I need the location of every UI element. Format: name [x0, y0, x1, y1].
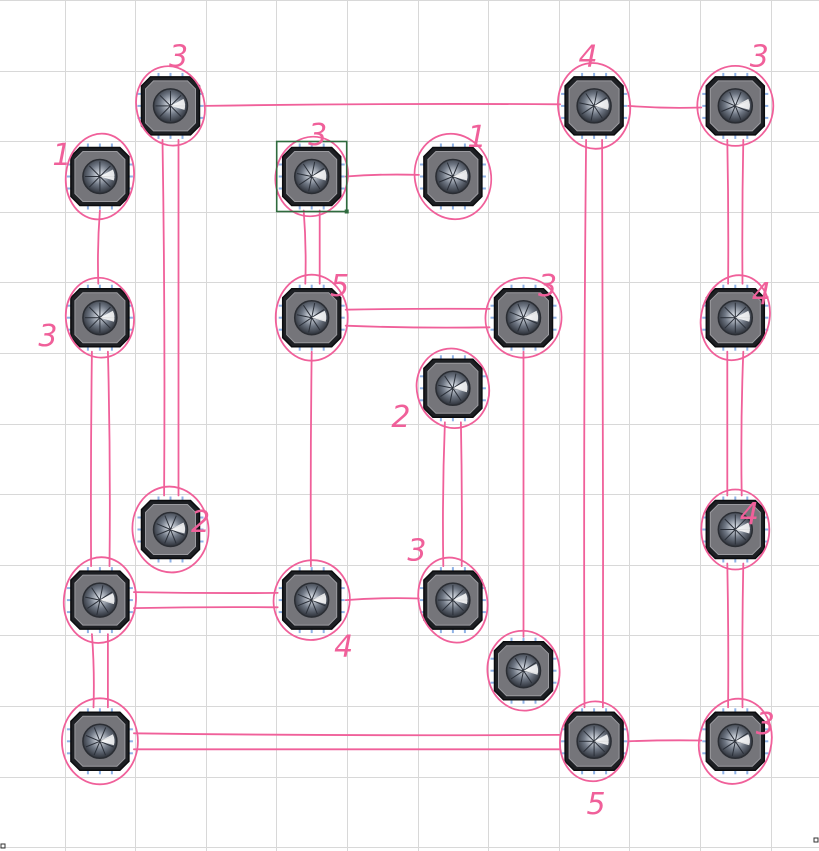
island-node[interactable]: 4	[692, 268, 779, 368]
island-node[interactable]: 3	[407, 534, 496, 650]
bridge-line	[302, 209, 307, 285]
island-node[interactable]: 5	[274, 269, 350, 362]
hint-number: 4	[752, 277, 771, 312]
bridge-line	[344, 307, 491, 311]
island-node[interactable]: 3	[690, 691, 781, 792]
bridge-line	[741, 562, 745, 709]
hint-number: 3	[407, 534, 426, 569]
bridge-line	[344, 597, 420, 601]
island-circle	[699, 274, 771, 362]
corner-marker-right	[813, 837, 819, 843]
hint-number: 4	[579, 39, 598, 74]
bridge-line	[91, 633, 95, 709]
bridge-line	[442, 421, 446, 567]
bridge-line	[741, 139, 745, 285]
island-circle	[696, 65, 775, 147]
bridge-line	[133, 591, 279, 594]
island-circle	[697, 697, 773, 785]
island-node[interactable]: 3	[267, 118, 356, 224]
island-circle	[274, 273, 349, 362]
bridge-line	[460, 421, 463, 567]
island-node[interactable]: 2	[391, 341, 497, 436]
bridge-layer	[90, 103, 745, 751]
selection-box	[275, 140, 348, 213]
island-circle	[64, 132, 135, 221]
hint-number: 1	[52, 138, 71, 173]
island-node[interactable]: 3	[128, 39, 213, 153]
bridge-line	[726, 562, 730, 709]
bridge-line	[133, 606, 279, 609]
hint-number: 3	[38, 319, 57, 354]
island-layer: 3 4 3 1 3 1 3 5 3 4 2 2 4 4 3 5 3	[38, 39, 781, 822]
island-node[interactable]	[483, 627, 564, 715]
bridge-line	[203, 103, 561, 107]
selection-handle[interactable]	[344, 209, 349, 214]
island-node[interactable]: 3	[38, 274, 138, 362]
bridge-line	[161, 139, 166, 497]
hint-number: 3	[750, 39, 769, 74]
bridge-line	[97, 209, 101, 285]
corner-marker-left	[0, 843, 6, 849]
bridge-line	[726, 139, 730, 285]
bridge-line	[583, 139, 587, 709]
bridge-line	[309, 350, 313, 567]
island-node[interactable]: 5	[555, 697, 632, 822]
hint-number: 5	[330, 269, 349, 304]
island-node[interactable]: 4	[700, 488, 771, 571]
island-node[interactable]: 1	[52, 130, 139, 224]
island-circle	[131, 485, 210, 574]
island-circle	[700, 488, 771, 571]
bridge-line	[133, 732, 561, 737]
island-circle	[417, 556, 489, 644]
hint-number: 2	[191, 505, 210, 540]
island-circle	[559, 700, 630, 783]
bridge-line	[344, 173, 420, 178]
bridge-line	[107, 350, 111, 567]
bridge-line	[90, 350, 93, 567]
island-circle	[484, 276, 563, 359]
island-circle	[62, 556, 137, 644]
island-circle	[413, 132, 493, 221]
bridge-line	[627, 739, 703, 743]
island-circle	[64, 276, 135, 359]
bridge-line	[344, 324, 491, 329]
island-circle	[415, 347, 491, 429]
island-circle	[135, 65, 206, 147]
island-node[interactable]: 2	[128, 482, 214, 577]
bridge-line	[627, 105, 703, 109]
island-node[interactable]	[59, 553, 141, 647]
hint-number: 3	[538, 269, 557, 304]
hint-number: 3	[169, 39, 188, 74]
island-node[interactable]: 3	[481, 269, 566, 362]
hint-number: 4	[740, 497, 759, 532]
island-node[interactable]: 3	[696, 39, 775, 147]
island-node[interactable]: 4	[553, 39, 635, 153]
island-circle	[557, 62, 632, 150]
bridge-line	[740, 350, 745, 497]
island-node[interactable]: 1	[406, 120, 501, 227]
hint-number: 4	[334, 630, 353, 665]
bridge-line	[601, 139, 604, 709]
island-circle	[61, 697, 139, 786]
island-node[interactable]	[61, 697, 139, 786]
hint-number: 3	[756, 707, 775, 742]
island-node[interactable]: 4	[265, 552, 358, 665]
island-circle	[486, 629, 561, 712]
hint-number: 1	[467, 120, 486, 155]
island-circle	[272, 559, 351, 641]
hint-number: 5	[587, 787, 606, 822]
hint-number: 2	[391, 400, 410, 435]
hint-number: 3	[308, 118, 327, 153]
